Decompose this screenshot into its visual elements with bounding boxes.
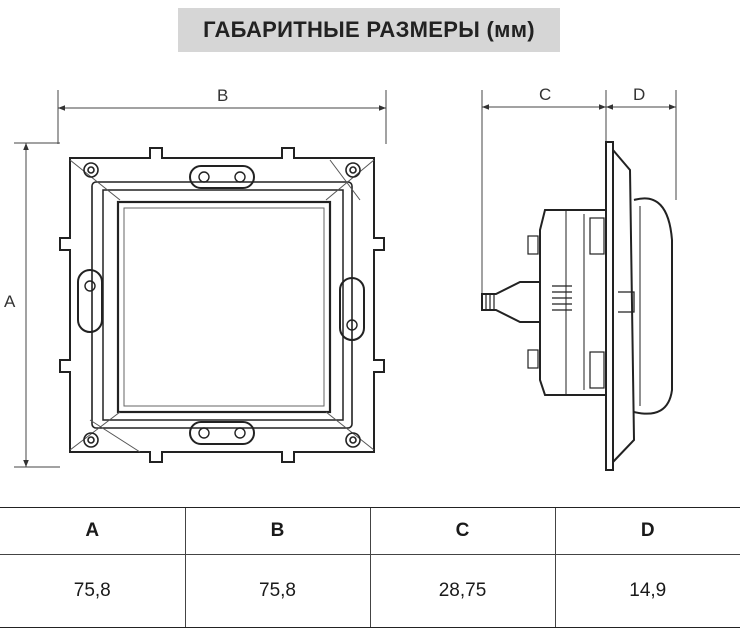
dimension-drawing: [14, 90, 677, 471]
front-view: [59, 147, 385, 463]
table-cell: 75,8: [184, 554, 370, 628]
dimension-d-label: D: [633, 85, 646, 104]
table-header: A: [0, 507, 185, 555]
dimensions-table: A B C D 75,8 75,8 28,75 14,9: [0, 507, 740, 628]
table-cell: 75,8: [0, 554, 185, 628]
side-view: [481, 141, 673, 471]
dimension-d-line: [606, 90, 677, 200]
title-banner: ГАБАРИТНЫЕ РАЗМЕРЫ (мм): [178, 8, 560, 52]
table-cell: 28,75: [369, 554, 555, 628]
dimension-a-line: [14, 142, 60, 468]
dimension-b-line: [57, 90, 387, 144]
dimension-a-label: A: [4, 292, 16, 311]
table-row: 75,8 75,8 28,75 14,9: [0, 554, 740, 628]
table-header: D: [554, 507, 740, 555]
table-header: B: [184, 507, 370, 555]
dimension-c-line: [481, 90, 607, 300]
page-title: ГАБАРИТНЫЕ РАЗМЕРЫ (мм): [203, 17, 535, 42]
table-header: C: [369, 507, 555, 555]
dimension-b-label: B: [217, 86, 229, 105]
dimension-c-label: C: [539, 85, 552, 104]
table-cell: 14,9: [554, 554, 740, 628]
table-header-row: A B C D: [0, 507, 740, 555]
